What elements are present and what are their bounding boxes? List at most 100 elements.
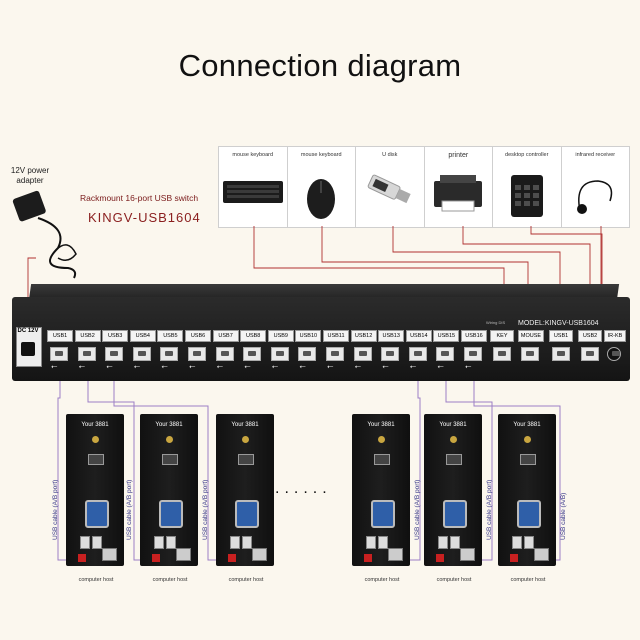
usb-icon: ⭠ — [78, 362, 85, 371]
power-label-line1: 12V power — [10, 166, 50, 175]
host-caption: computer host — [510, 577, 546, 583]
keyboard-icon — [222, 181, 283, 203]
switch-model: KINGV-USB1604 — [88, 210, 201, 225]
ir-port[interactable] — [607, 347, 621, 361]
computer-host: Your 3881 — [424, 414, 482, 566]
usb-icon: ⭠ — [271, 362, 279, 371]
usb-icon: ⭠ — [465, 362, 472, 371]
usb-port — [378, 536, 388, 549]
hdmi-port — [88, 454, 104, 465]
device-label: mouse keyboard — [232, 152, 274, 158]
usb-a-port[interactable] — [552, 347, 570, 361]
cable-label: USB cable (A/B port) — [486, 479, 493, 540]
device-label: infrared receiver — [575, 152, 616, 158]
port-label: USB13 — [378, 330, 405, 342]
dc-jack — [21, 342, 35, 356]
usb-icon: ⭠ — [327, 362, 334, 371]
switch-caption: Rackmount 16-port USB switch — [80, 193, 199, 203]
computer-host: Your 3881 — [216, 414, 274, 566]
vga-port — [371, 500, 395, 528]
lan-port — [102, 548, 117, 561]
audio-port — [92, 436, 99, 443]
panel-port-label: KEY — [490, 330, 514, 342]
device-controller: desktop controller — [493, 147, 562, 227]
usb-b-port[interactable] — [188, 347, 206, 361]
usb-b-port[interactable] — [381, 347, 400, 361]
panel-port-label: USB2 — [578, 330, 602, 342]
usb-icon: ⭠ — [106, 362, 113, 371]
usb-a-port[interactable] — [581, 347, 599, 361]
hdmi-port — [162, 454, 178, 465]
usb-b-port[interactable] — [326, 347, 344, 361]
usb-b-port[interactable] — [160, 347, 179, 361]
host-caption: computer host — [152, 577, 188, 583]
usb-b-port[interactable] — [298, 347, 317, 361]
usb-icon: ⭠ — [161, 362, 168, 371]
power-adapter-label: 12V power adapter — [8, 166, 52, 186]
host-label: Your 3881 — [367, 422, 395, 428]
device-printer: printer — [425, 147, 493, 227]
usb-icon: ⭠ — [299, 362, 306, 371]
device-label: printer — [448, 152, 469, 159]
lan-port — [176, 548, 191, 561]
usb-b-port[interactable] — [436, 347, 455, 361]
vga-port — [85, 500, 109, 528]
port-label: USB5 — [157, 330, 184, 342]
vga-port — [443, 500, 467, 528]
vga-port — [517, 500, 541, 528]
cable-label: USB cable (A/B port) — [126, 479, 133, 540]
usb-plug — [364, 554, 372, 562]
computer-host: Your 3881 — [66, 414, 124, 566]
lan-port — [534, 548, 549, 561]
computer-host: Your 3881 — [140, 414, 198, 566]
cable-label: USB cable (A/B port) — [52, 479, 59, 540]
usb-plug — [78, 554, 86, 562]
usb-icon: ⭠ — [133, 362, 141, 371]
computer-host: Your 3881 — [498, 414, 556, 566]
usb-b-port[interactable] — [270, 347, 289, 361]
hdmi-port — [446, 454, 462, 465]
port-label: USB15 — [433, 330, 460, 342]
host-caption: computer host — [436, 577, 472, 583]
hdmi-port — [238, 454, 254, 465]
usb-b-port[interactable] — [50, 347, 68, 361]
usb-b-port[interactable] — [215, 347, 234, 361]
cable-label: USB cable (A/B port) — [202, 479, 209, 540]
usb-port — [438, 536, 448, 549]
power-adapter-icon — [12, 190, 77, 279]
usb-icon: ⭠ — [409, 362, 417, 371]
usb-port — [450, 536, 460, 549]
vga-port — [159, 500, 183, 528]
device-keyboard: mouse keyboard — [219, 147, 288, 227]
port-label: USB6 — [185, 330, 211, 342]
usb-a-port[interactable] — [493, 347, 511, 361]
port-label: USB1 — [47, 330, 73, 342]
usb-b-port[interactable] — [464, 347, 482, 361]
port-label: USB16 — [461, 330, 487, 342]
usb-b-port[interactable] — [243, 347, 262, 361]
port-label: USB14 — [405, 330, 432, 342]
host-label: Your 3881 — [155, 422, 183, 428]
panel-port-label: IR-KB — [604, 330, 626, 342]
audio-port — [378, 436, 385, 443]
usb-icon: ⭠ — [51, 362, 58, 371]
usb-b-port[interactable] — [408, 347, 427, 361]
usb-port — [80, 536, 90, 549]
mouse-icon — [307, 179, 336, 219]
port-label: USB8 — [240, 330, 267, 342]
device-mouse: mouse keyboard — [288, 147, 356, 227]
usb-drive-icon — [367, 174, 411, 204]
host-label: Your 3881 — [439, 422, 467, 428]
usb-b-port[interactable] — [105, 347, 124, 361]
usb-a-port[interactable] — [521, 347, 539, 361]
panel-port-label: USB1 — [549, 330, 573, 342]
usb-icon: ⭠ — [382, 362, 389, 371]
host-label: Your 3881 — [513, 422, 541, 428]
usb-port — [512, 536, 522, 549]
usb-b-port[interactable] — [77, 347, 96, 361]
lan-port — [388, 548, 403, 561]
port-label: USB12 — [350, 330, 377, 342]
usb-b-port[interactable] — [353, 347, 372, 361]
usb-b-port[interactable] — [132, 347, 151, 361]
usb-plug — [436, 554, 444, 562]
